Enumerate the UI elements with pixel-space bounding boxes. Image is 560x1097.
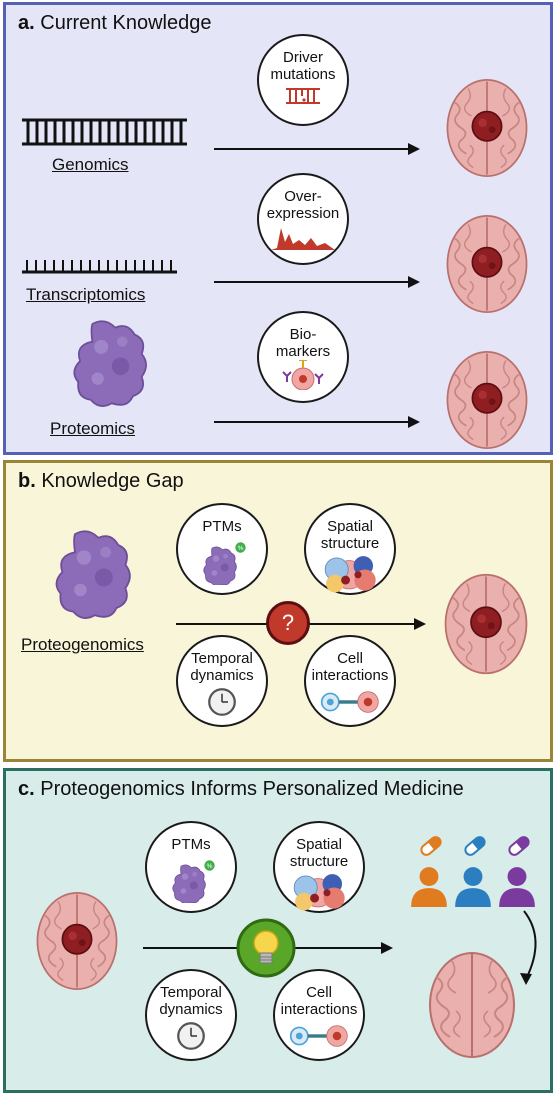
protein-ptm-icon <box>203 542 246 585</box>
biomarkers-circle: Bio- markers <box>257 311 349 403</box>
temporal-dynamics-circle: Temporal dynamics <box>145 969 237 1061</box>
spatial-structure-circle: Spatial structure <box>304 503 396 595</box>
panel-b-title: b. Knowledge Gap <box>18 470 184 492</box>
driver-mutations-circle: Driver mutations <box>257 34 349 126</box>
panel-current-knowledge: a. Current Knowledge Genomics Transcript… <box>3 2 553 455</box>
mutated-dna-icon <box>286 88 320 104</box>
brain-tumor-icon <box>444 73 530 183</box>
cell-cluster-icon <box>288 871 350 911</box>
protein-ptm-icon <box>172 860 215 903</box>
arrow-genomics <box>214 143 420 155</box>
question-node: ? <box>266 601 310 645</box>
genomics-label: Genomics <box>52 155 129 174</box>
cell-interaction-icon <box>289 1023 349 1049</box>
patient-icon <box>496 865 538 907</box>
pill-icon <box>464 836 486 856</box>
panel-personalized-medicine: c. Proteogenomics Informs Personalized M… <box>3 768 553 1093</box>
ptms-circle: PTMs <box>145 821 237 913</box>
panel-knowledge-gap: b. Knowledge Gap Proteogenomics PTMs Spa… <box>3 460 553 762</box>
brain-tumor-icon <box>34 886 120 996</box>
brain-tumor-icon <box>444 347 530 453</box>
patient-icon <box>408 865 450 907</box>
ptms-circle: PTMs <box>176 503 268 595</box>
cell-cluster-icon <box>319 553 381 593</box>
dna-double-strand-icon <box>22 118 187 146</box>
rna-strand-icon <box>22 260 177 274</box>
brain-tumor-icon <box>444 209 530 319</box>
clock-icon <box>176 1021 206 1051</box>
patient-icon <box>452 865 494 907</box>
panel-c-title: c. Proteogenomics Informs Personalized M… <box>18 778 464 800</box>
proteomics-label: Proteomics <box>50 419 136 438</box>
lightbulb-icon <box>236 918 296 978</box>
cell-receptor-icon <box>282 360 324 390</box>
brain-treated-icon <box>429 952 515 1058</box>
expression-peaks-icon <box>271 228 335 250</box>
overexpression-circle: Over- expression <box>257 173 349 265</box>
transcriptomics-label: Transcriptomics <box>26 285 146 304</box>
curved-arrow-icon <box>520 910 537 985</box>
pill-icon <box>508 836 530 856</box>
temporal-dynamics-circle: Temporal dynamics <box>176 635 268 727</box>
arrow-proteomics <box>214 416 420 428</box>
spatial-structure-circle: Spatial structure <box>273 821 365 913</box>
cell-interactions-circle: Cell interactions <box>304 635 396 727</box>
brain-tumor-icon <box>442 569 530 679</box>
panel-a-title: a. Current Knowledge <box>18 12 212 34</box>
pill-icon <box>420 836 442 856</box>
cell-interaction-icon <box>320 689 380 715</box>
clock-icon <box>207 687 237 717</box>
protein-icon <box>48 525 138 619</box>
proteogenomics-label: Proteogenomics <box>21 635 144 654</box>
protein-icon <box>66 315 154 407</box>
cell-interactions-circle: Cell interactions <box>273 969 365 1061</box>
arrow-transcriptomics <box>214 276 420 288</box>
